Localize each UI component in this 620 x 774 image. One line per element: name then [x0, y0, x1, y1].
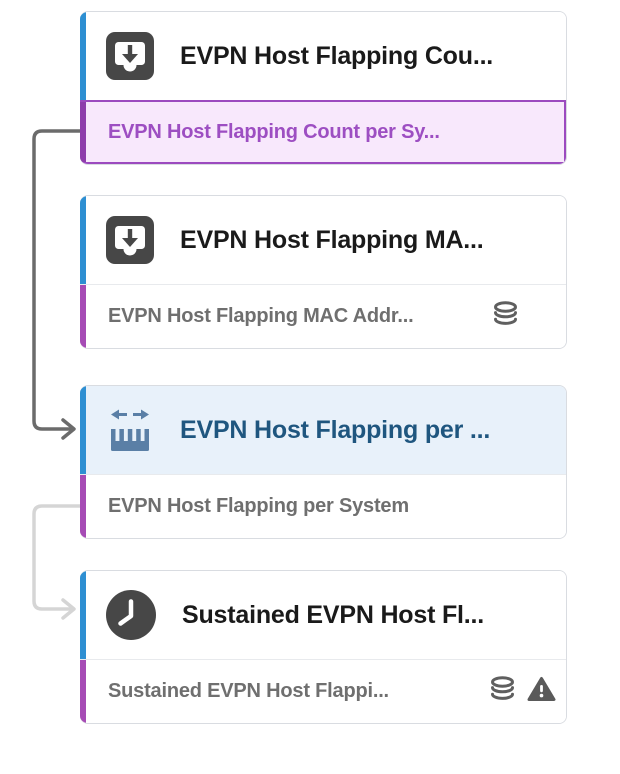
output-stage-label: Sustained EVPN Host Flappi...	[108, 680, 389, 702]
node-2-row-icons	[490, 300, 566, 333]
node-2-output-stripe	[80, 285, 86, 348]
import-box-icon	[106, 32, 154, 80]
node-1-output-stripe	[80, 102, 86, 162]
node-4-accent-stripe	[80, 571, 86, 659]
icon-spacer	[530, 316, 556, 317]
node-2-output-row[interactable]: EVPN Host Flapping MAC Addr...	[80, 284, 566, 348]
arrowhead-dark	[61, 418, 76, 440]
node-1-output-row[interactable]: EVPN Host Flapping Count per Sy...	[80, 100, 566, 164]
node-3-output-row[interactable]: EVPN Host Flapping per System	[80, 474, 566, 538]
node-title: EVPN Host Flapping per ...	[180, 415, 491, 444]
node-4-output-row[interactable]: Sustained EVPN Host Flappi...	[80, 659, 566, 723]
node-title: EVPN Host Flapping MA...	[180, 225, 484, 254]
node-1-accent-stripe	[80, 12, 86, 100]
probe-node-card-2: EVPN Host Flapping MA... EVPN Host Flapp…	[80, 195, 567, 349]
node-title: EVPN Host Flapping Cou...	[180, 41, 494, 70]
probe-node-card-4: Sustained EVPN Host Fl... Sustained EVPN…	[80, 570, 567, 724]
node-2-accent-stripe	[80, 196, 86, 284]
warning-icon	[527, 676, 556, 707]
node-3-header[interactable]: EVPN Host Flapping per ...	[80, 386, 566, 474]
connector-node1-to-node3	[32, 129, 82, 440]
database-icon	[487, 675, 518, 708]
node-3-output-stripe	[80, 475, 86, 538]
probe-node-card-3: EVPN Host Flapping per ... EVPN Host Fla…	[80, 385, 567, 539]
database-icon	[490, 300, 521, 333]
probe-node-card-1: EVPN Host Flapping Cou... EVPN Host Flap…	[80, 11, 567, 165]
node-4-row-icons	[487, 675, 566, 708]
node-3-accent-stripe	[80, 386, 86, 474]
output-stage-label: EVPN Host Flapping MAC Addr...	[108, 305, 414, 327]
output-stage-label: EVPN Host Flapping per System	[108, 495, 409, 517]
output-stage-label: EVPN Host Flapping Count per Sy...	[108, 120, 440, 143]
arrowhead-light	[61, 598, 76, 620]
node-4-header[interactable]: Sustained EVPN Host Fl...	[80, 571, 566, 659]
node-4-output-stripe	[80, 660, 86, 723]
connector-node3-to-node4	[32, 504, 82, 620]
node-2-header[interactable]: EVPN Host Flapping MA...	[80, 196, 566, 284]
node-title: Sustained EVPN Host Fl...	[182, 600, 484, 629]
node-1-header[interactable]: EVPN Host Flapping Cou...	[80, 12, 566, 100]
import-box-icon	[106, 216, 154, 264]
clock-icon	[106, 590, 156, 640]
range-ruler-icon	[106, 406, 154, 454]
